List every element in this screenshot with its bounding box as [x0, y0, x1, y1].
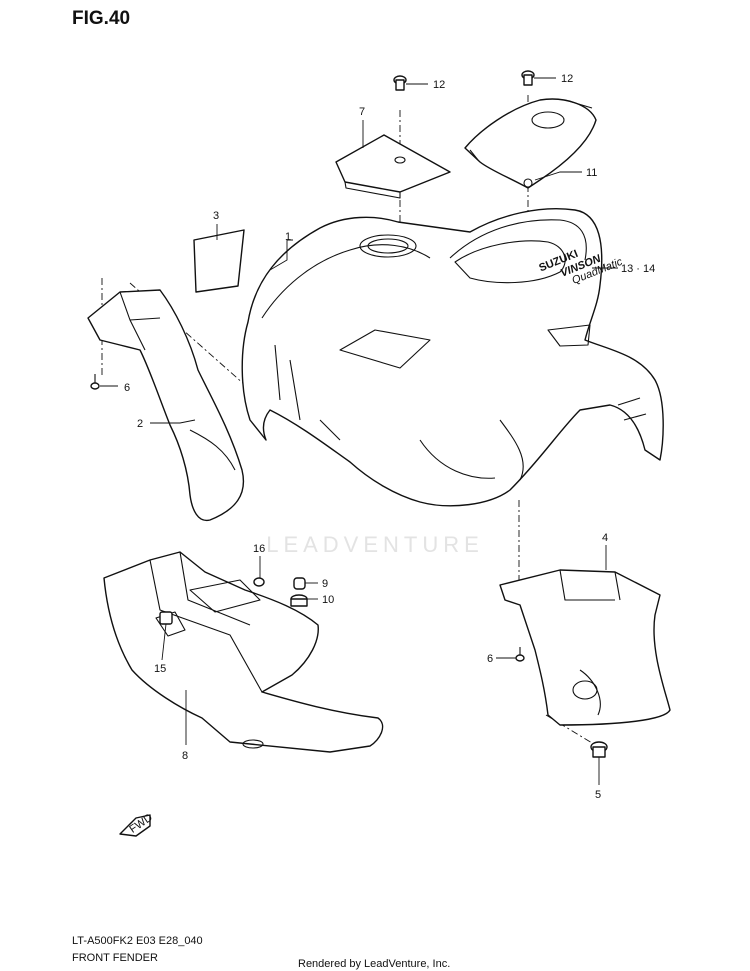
callout-1: 1: [285, 231, 291, 243]
callout-3: 3: [213, 210, 219, 222]
fender-recess-center: [339, 329, 431, 369]
callout-6-left: 6: [124, 382, 130, 394]
part-5-bolt[interactable]: [590, 741, 608, 758]
part-12-bolt-right[interactable]: [521, 70, 535, 86]
callout-5: 5: [595, 789, 601, 801]
fender-cup-left: [359, 234, 417, 258]
callout-12-right: 12: [561, 73, 573, 85]
callout-2: 2: [137, 418, 143, 430]
part-6-screw-left[interactable]: [90, 374, 100, 390]
fwd-direction-arrow: FWD: [119, 812, 155, 837]
part-2-mud-guard-left[interactable]: [87, 289, 245, 522]
part-15-retainer[interactable]: [159, 611, 173, 625]
assembly-line-bolt: [545, 714, 593, 744]
watermark-text: LEADVENTURE: [266, 532, 484, 557]
leader-1: [269, 239, 293, 271]
part-7-cover[interactable]: [335, 134, 451, 199]
fender-recess-right: [547, 324, 591, 347]
fwd-arrow-shape: [119, 814, 151, 837]
fender-tabs: [617, 397, 647, 421]
callout-10: 10: [322, 594, 334, 606]
leader-2: [150, 419, 196, 424]
fender-body: [241, 208, 664, 507]
front-guard-mount: [242, 739, 264, 749]
leader-11: [534, 171, 582, 181]
front-guard-body: [103, 551, 384, 753]
section-name: FRONT FENDER: [72, 952, 158, 964]
mud-guard-left-folds: [119, 291, 236, 471]
render-credit: Rendered by LeadVenture, Inc.: [298, 958, 450, 970]
fender-cup-left-inner: [367, 238, 409, 254]
part-16-nut[interactable]: [253, 577, 265, 587]
part-10-cushion[interactable]: [290, 594, 308, 607]
part-11-top-panel[interactable]: [464, 98, 597, 189]
part-1-front-fender[interactable]: SUZUKI VINSON QuadMatic: [241, 208, 664, 507]
mud-guard-left-body: [87, 289, 245, 522]
mud-guard-right-hole: [572, 680, 598, 700]
part-9-cushion[interactable]: [293, 577, 306, 590]
leader-15: [161, 623, 167, 661]
callout-16: 16: [253, 543, 265, 555]
model-code: LT-A500FK2 E03 E28_040: [72, 935, 203, 947]
callout-13-14: 13 · 14: [621, 263, 655, 275]
callout-7: 7: [359, 106, 365, 118]
part-3-pad[interactable]: [193, 229, 245, 293]
callout-12-left: 12: [433, 79, 445, 91]
front-guard-frame: [149, 551, 263, 693]
part-12-bolt-left[interactable]: [393, 75, 407, 91]
callout-4: 4: [602, 532, 608, 544]
part-6-screw-right[interactable]: [515, 647, 525, 662]
part-8-front-guard[interactable]: [103, 551, 384, 753]
callout-8: 8: [182, 750, 188, 762]
fender-ridge-right: [449, 219, 587, 261]
part-4-mud-guard-right[interactable]: [499, 569, 671, 726]
callout-11: 11: [586, 167, 597, 179]
fender-inner-folds: [274, 344, 341, 441]
fender-cup-right: [454, 240, 566, 284]
front-guard-slot: [189, 579, 261, 613]
figure-title: FIG.40: [72, 8, 130, 29]
callout-15: 15: [154, 663, 166, 675]
fender-lower-contour: [419, 419, 524, 481]
callout-6-right: 6: [487, 653, 493, 665]
callout-9: 9: [322, 578, 328, 590]
fender-ridge-left: [261, 244, 431, 319]
mud-guard-right-body: [499, 569, 671, 726]
